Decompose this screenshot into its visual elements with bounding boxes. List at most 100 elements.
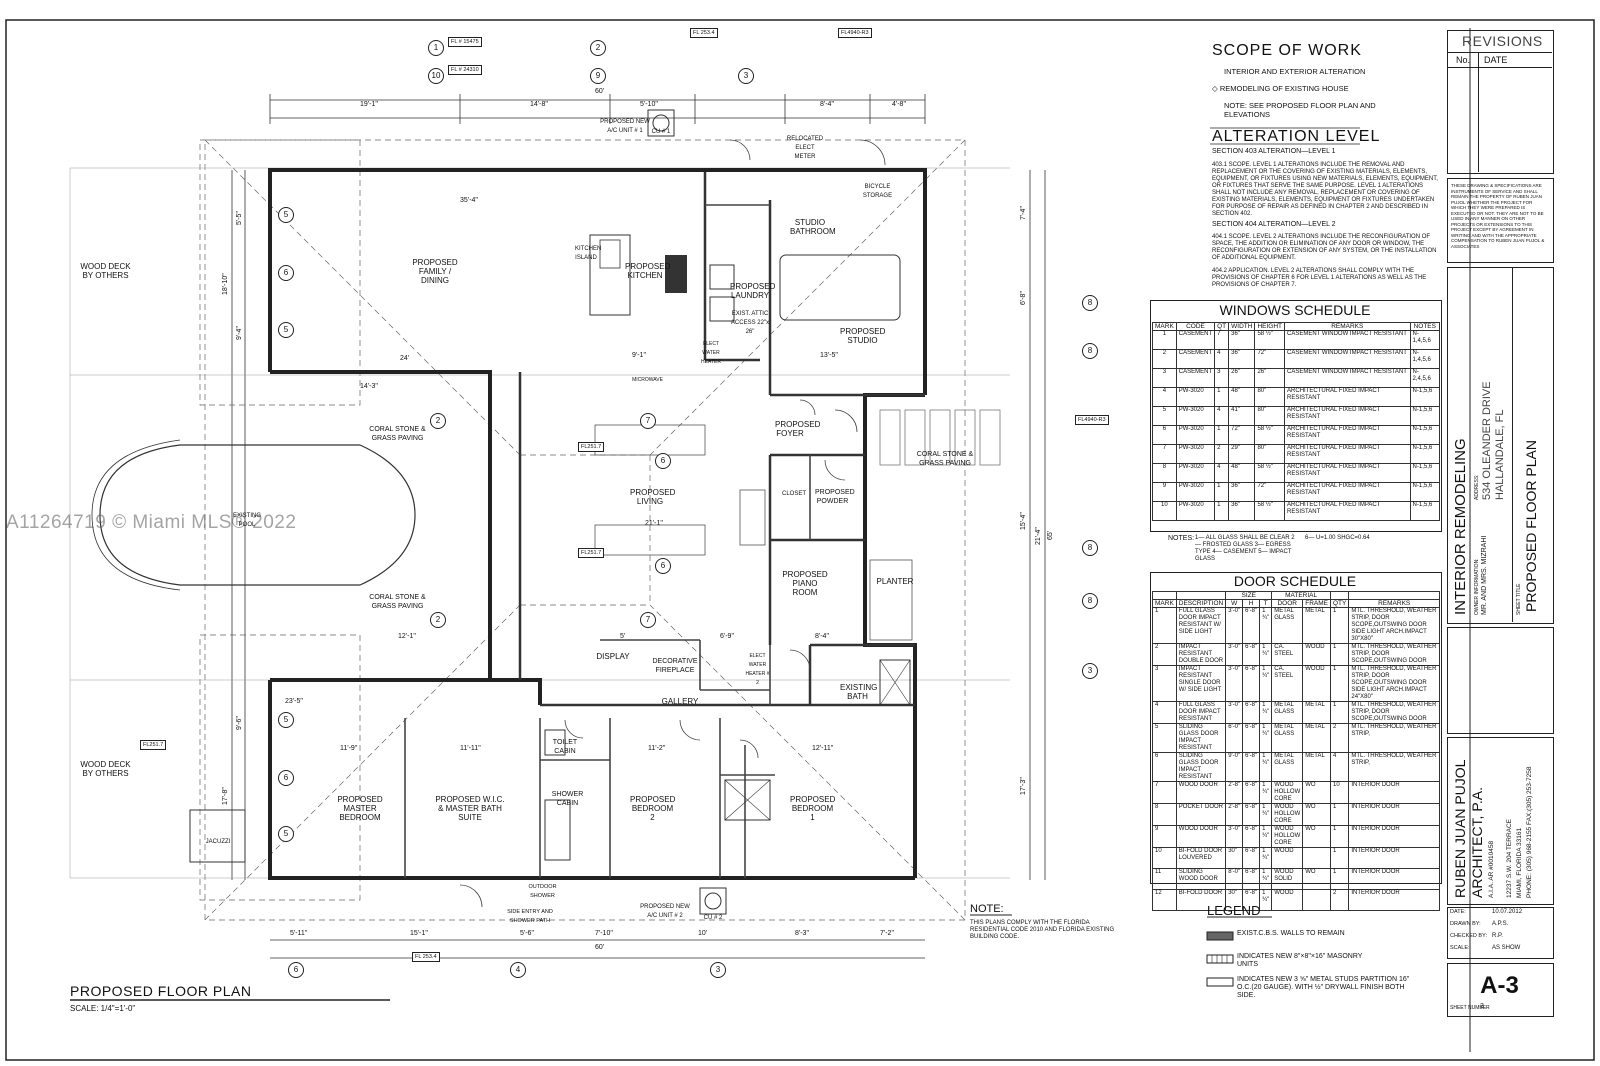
door-cell: 4 <box>1152 701 1177 724</box>
callout-door-6d: 6 <box>655 558 671 574</box>
alteration-para-3: 404.2 APPLICATION. LEVEL 2 ALTERATIONS S… <box>1212 268 1427 288</box>
scale-value: AS SHOW <box>1492 945 1521 951</box>
door-cell: BI-FOLD DOOR LOUVERED <box>1175 847 1227 869</box>
windows-cell: 9 <box>1152 482 1177 502</box>
architect-license: A.I.A. AR #0010458 <box>1488 840 1495 898</box>
alteration-para-2: 404.1 SCOPE. LEVEL 2 ALTERATIONS INCLUDE… <box>1212 234 1437 261</box>
windows-cell: 48" <box>1228 387 1256 407</box>
revisions-block <box>1447 30 1554 174</box>
callout-window-7b: 7 <box>640 612 656 628</box>
door-cell: WOOD SOLID <box>1271 868 1304 890</box>
callout-window-1: 1 <box>428 40 444 56</box>
door-col-door: DOOR <box>1271 599 1304 608</box>
room-bedroom-1: PROPOSED BEDROOM 1 <box>790 795 836 822</box>
windows-cell: CASEMENT WINDOW IMPACT RESISTANT <box>1284 349 1411 369</box>
ac-unit-1-label: PROPOSED NEW A/C UNIT # 1 <box>600 119 650 134</box>
windows-schedule-title: WINDOWS SCHEDULE <box>1219 302 1371 318</box>
dim-inner-11: 12'-1" <box>398 633 416 640</box>
door-cell: WO <box>1302 868 1331 890</box>
windows-cell: CASEMENT <box>1175 349 1216 369</box>
room-foyer: PROPOSED FOYER <box>775 420 821 438</box>
windows-cell: 36" <box>1228 349 1256 369</box>
windows-cell: 58 ½" <box>1254 501 1286 521</box>
door-cell: INTERIOR DOOR <box>1348 847 1440 869</box>
door-cell: 7 <box>1152 781 1177 804</box>
revisions-col-date: DATE <box>1484 55 1508 65</box>
door-cell: METAL GLASS <box>1271 723 1304 753</box>
windows-cell: N-1,4,5,6 <box>1409 330 1441 350</box>
door-cell: 3'-0" <box>1225 607 1244 644</box>
windows-cell: 80" <box>1254 444 1286 464</box>
door-cell: CA. STEEL <box>1271 643 1304 666</box>
windows-cell: PW-3020 <box>1175 482 1216 502</box>
room-bedroom-2: PROPOSED BEDROOM 2 <box>630 795 676 822</box>
project-block <box>1447 267 1554 624</box>
dim-bottom-5: 10' <box>698 930 708 937</box>
door-cell: INTERIOR DOOR <box>1348 803 1440 826</box>
door-cell: 8'-0" <box>1225 868 1244 890</box>
disclaimer-text: THESE DRAWING & SPECIFICATIONS ARE INSTR… <box>1451 183 1545 249</box>
address-line-1: 534 OLEANDER DRIVE <box>1481 381 1493 500</box>
door-cell: 2'-8" <box>1225 803 1244 826</box>
door-cell: METAL <box>1302 607 1331 644</box>
note-title: NOTE: <box>970 903 1004 915</box>
watermark: A11264719 © Miami MLS® 2022 <box>6 512 297 533</box>
windows-cell: 26" <box>1228 368 1256 388</box>
ac-unit-2-label: PROPOSED NEW A/C UNIT # 2 <box>640 904 690 919</box>
alteration-para-1: 403.1 SCOPE. LEVEL 1 ALTERATIONS INCLUDE… <box>1212 162 1438 217</box>
dim-inner-10: 23'-5" <box>285 698 303 705</box>
dim-top-4: 8'-4" <box>820 101 834 108</box>
alteration-section-1: SECTION 403 ALTERATION—LEVEL 1 <box>1212 148 1336 155</box>
tag-fl-4940-a: FL4940-R3 <box>838 28 872 38</box>
windows-cell: 29" <box>1228 444 1256 464</box>
sheet-title-label: SHEET TITLE <box>1516 583 1522 616</box>
dim-bottom-7: 7'-2" <box>880 930 894 937</box>
door-cell: 6'-8" <box>1242 643 1261 666</box>
dim-inner-6: 11'-2" <box>648 745 666 752</box>
windows-cell: 4 <box>1152 387 1177 407</box>
door-cell: WO <box>1302 825 1331 848</box>
architect-name-2: ARCHITECT, P.A. <box>1469 787 1485 898</box>
plan-scale: SCALE: 1/4"=1'-0" <box>70 1004 136 1013</box>
door-cell: 6'-0" <box>1225 723 1244 753</box>
cu-2-label: CU # 2 <box>703 915 723 921</box>
callout-door-6c: 6 <box>655 453 671 469</box>
windows-cell: 36" <box>1228 482 1256 502</box>
door-cell: MTL. THRESHOLD, WEATHER STRIP, <box>1348 723 1440 753</box>
pool-label: EXISTING POOL <box>232 513 261 528</box>
legend-title: LEGEND <box>1207 903 1261 918</box>
revisions-col-no: No. <box>1456 55 1471 65</box>
windows-cell: 1 <box>1214 482 1230 502</box>
windows-cell: 2 <box>1214 444 1230 464</box>
sheet-title: PROPOSED FLOOR PLAN <box>1523 440 1539 612</box>
tag-fl-15475-a: FL # 15475 <box>448 37 482 47</box>
dim-left-3: 9'-4" <box>236 326 243 340</box>
door-cell: MTL. THRESHOLD, WEATHER STRIP, DOOR SCOP… <box>1348 701 1440 724</box>
door-cell: IMPACT RESISTANT DOUBLE DOOR <box>1175 643 1227 666</box>
scope-line-2: ◇ REMODELING OF EXISTING HOUSE <box>1212 84 1349 93</box>
coral-stone-label-2: CORAL STONE & GRASS PAVING <box>369 594 426 610</box>
door-cell: 6'-8" <box>1242 701 1261 724</box>
door-cell: 1 ¾" <box>1259 803 1273 826</box>
windows-cell: 36" <box>1228 501 1256 521</box>
door-cell: WOOD <box>1302 643 1331 666</box>
dim-top-total: 60' <box>595 88 605 95</box>
windows-cell: 58 ½" <box>1254 463 1286 483</box>
door-cell: WO <box>1302 803 1331 826</box>
room-shower-cabin: SHOWER CABIN <box>551 791 584 807</box>
windows-notes-label: NOTES: <box>1168 535 1195 542</box>
dim-inner-9: 8'-4" <box>815 633 829 640</box>
windows-cell: 4 <box>1214 463 1230 483</box>
legend-item-masonry: INDICATES NEW 8"×8"×16" MASONRY UNITS <box>1237 953 1363 968</box>
plan-title: PROPOSED FLOOR PLAN <box>70 983 252 999</box>
windows-cell: N-1,5,6 <box>1409 444 1441 464</box>
door-cell: 3'-0" <box>1225 665 1244 702</box>
coral-stone-label-3: CORAL STONE & GRASS PAVING <box>916 451 974 467</box>
water-heater-label: ELECT WATER HEATER <box>701 341 721 365</box>
sheet-number-value: 3 <box>1480 1003 1484 1010</box>
dim-right-6: 17'-3" <box>1020 777 1027 795</box>
